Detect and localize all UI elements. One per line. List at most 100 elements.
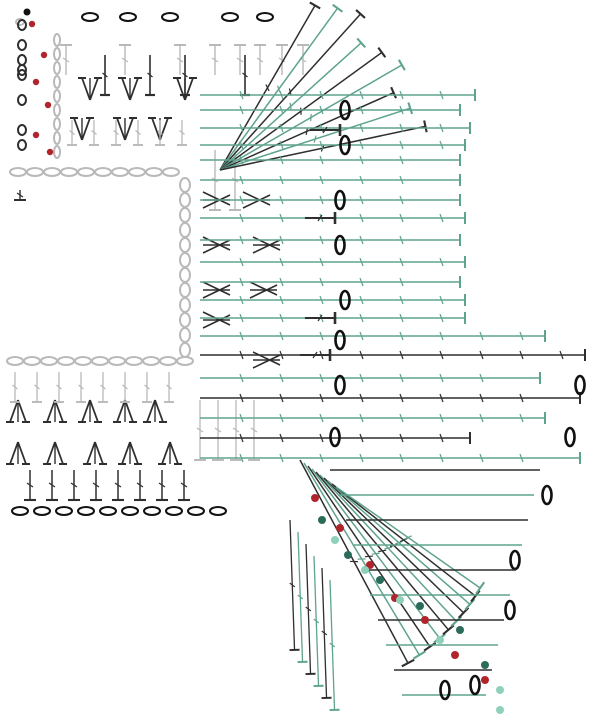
decrease-cluster — [78, 78, 102, 100]
chain-stitch — [143, 357, 159, 365]
decrease-cluster — [143, 400, 167, 422]
fan-cluster — [203, 312, 230, 328]
chain-stitch — [180, 253, 190, 267]
stitch-t — [98, 372, 108, 402]
chain-stitch — [56, 507, 72, 515]
stitch-slash — [290, 103, 291, 110]
chain-stitch — [95, 168, 111, 176]
picot-dot — [344, 551, 352, 559]
chain-stitch — [180, 208, 190, 222]
chain-stitch — [120, 13, 136, 21]
picot-dot — [41, 52, 47, 58]
stitch-t — [305, 212, 335, 224]
cluster-leg — [152, 118, 160, 140]
cluster-leg — [155, 400, 163, 422]
cluster-leg — [87, 442, 95, 464]
cluster-leg — [10, 442, 18, 464]
cluster-leg — [82, 78, 90, 100]
cluster-leg — [18, 442, 26, 464]
stitch-slash — [372, 553, 380, 554]
cluster-leg — [90, 400, 98, 422]
cluster-leg — [162, 442, 170, 464]
cluster-leg — [117, 118, 125, 140]
cluster-leg — [82, 400, 90, 422]
chain-stitch — [54, 48, 60, 60]
stitch-t — [316, 472, 454, 634]
stitch-t — [14, 190, 26, 200]
cluster-leg — [203, 315, 230, 328]
chain-stitch — [180, 238, 190, 252]
stitch-t — [46, 470, 58, 500]
stitch-t — [177, 120, 187, 145]
cluster-leg — [55, 442, 63, 464]
picot-dot — [496, 706, 504, 714]
decrease-cluster — [6, 442, 30, 464]
bottom-right-diagonal-fan — [290, 460, 540, 714]
chain-stitch — [109, 357, 125, 365]
cluster-leg — [122, 78, 130, 100]
stitch-t — [54, 372, 64, 402]
picot-dot — [376, 576, 384, 584]
picot-dot — [45, 102, 51, 108]
chain-stitch — [12, 507, 28, 515]
stitch-bar — [310, 2, 320, 8]
stitch-t — [209, 45, 221, 75]
cluster-leg — [253, 352, 280, 365]
chain-stitch — [78, 507, 94, 515]
chain-stitch — [54, 146, 60, 158]
stitch-slash — [365, 556, 373, 557]
stitch-t — [134, 470, 146, 500]
chain-stitch — [162, 13, 178, 21]
chain-stitch — [180, 328, 190, 342]
bottom-left-square — [6, 357, 260, 515]
picot-dot — [24, 9, 31, 16]
stitch-t — [68, 470, 80, 500]
chain-stitch — [54, 34, 60, 46]
decrease-cluster — [6, 400, 30, 422]
stitch-t — [300, 349, 330, 361]
picot-dot — [33, 79, 39, 85]
cluster-leg — [253, 240, 280, 253]
bobble — [336, 376, 345, 394]
stitch-slash — [306, 128, 307, 135]
bobble — [576, 376, 585, 394]
chain-stitch — [100, 507, 116, 515]
center-chain-column — [180, 178, 190, 357]
chain-stitch — [210, 507, 226, 515]
cluster-leg — [253, 355, 280, 368]
chain-stitch — [18, 140, 26, 150]
chain-stitch — [75, 357, 91, 365]
picot-dot — [496, 686, 504, 694]
picot-dot — [33, 132, 39, 138]
bobble — [543, 486, 552, 504]
stitch-t — [320, 475, 462, 626]
cluster-leg — [130, 442, 138, 464]
cluster-leg — [160, 118, 168, 140]
chain-stitch — [24, 357, 40, 365]
decrease-cluster — [83, 442, 107, 464]
chain-stitch — [122, 507, 138, 515]
cluster-leg — [203, 240, 230, 253]
chain-stitch — [54, 90, 60, 102]
picot-dot — [331, 536, 339, 544]
stitch-bar — [378, 48, 385, 58]
cluster-leg — [177, 78, 185, 100]
stitch-t — [164, 372, 174, 402]
stitch-t — [220, 38, 365, 170]
chain-stitch — [34, 507, 50, 515]
stitch-t — [332, 484, 480, 602]
picot-dot — [396, 596, 404, 604]
cluster-leg — [47, 400, 55, 422]
chain-stitch — [144, 507, 160, 515]
chain-stitch — [180, 178, 190, 192]
chain-stitch — [222, 13, 238, 21]
stitch-t — [212, 400, 224, 460]
cluster-leg — [125, 400, 133, 422]
stitch-t — [248, 400, 260, 460]
picot-dot — [456, 626, 464, 634]
cluster-leg — [185, 78, 193, 100]
cluster-leg — [10, 400, 18, 422]
cluster-leg — [147, 400, 155, 422]
